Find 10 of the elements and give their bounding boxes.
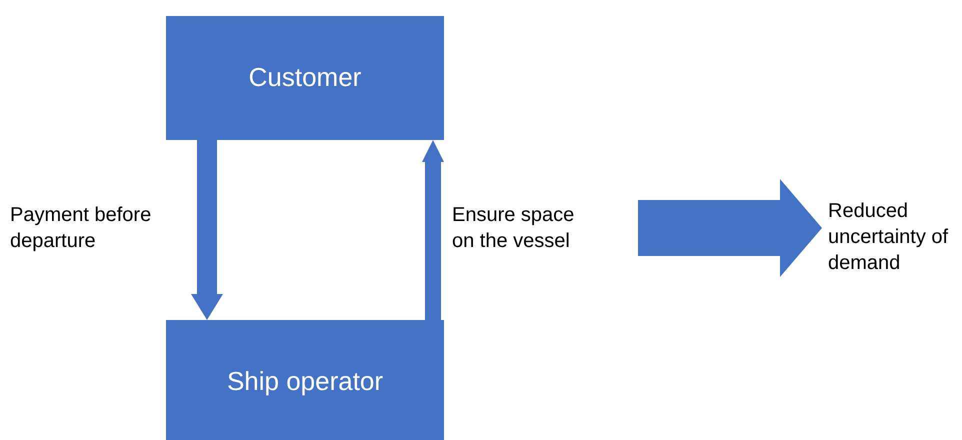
arrow bbox=[191, 140, 223, 320]
edge-label: Payment before departure bbox=[10, 203, 152, 254]
arrow bbox=[638, 179, 822, 277]
box-label: Ship operator bbox=[226, 365, 384, 398]
outcome-text: Reduced uncertainty of demand bbox=[828, 199, 950, 276]
process-box bbox=[166, 16, 444, 140]
box-label: Customer bbox=[248, 61, 362, 94]
process-box bbox=[166, 320, 444, 440]
edge-label: Ensure space on the vessel bbox=[452, 203, 576, 254]
arrow bbox=[422, 140, 444, 320]
